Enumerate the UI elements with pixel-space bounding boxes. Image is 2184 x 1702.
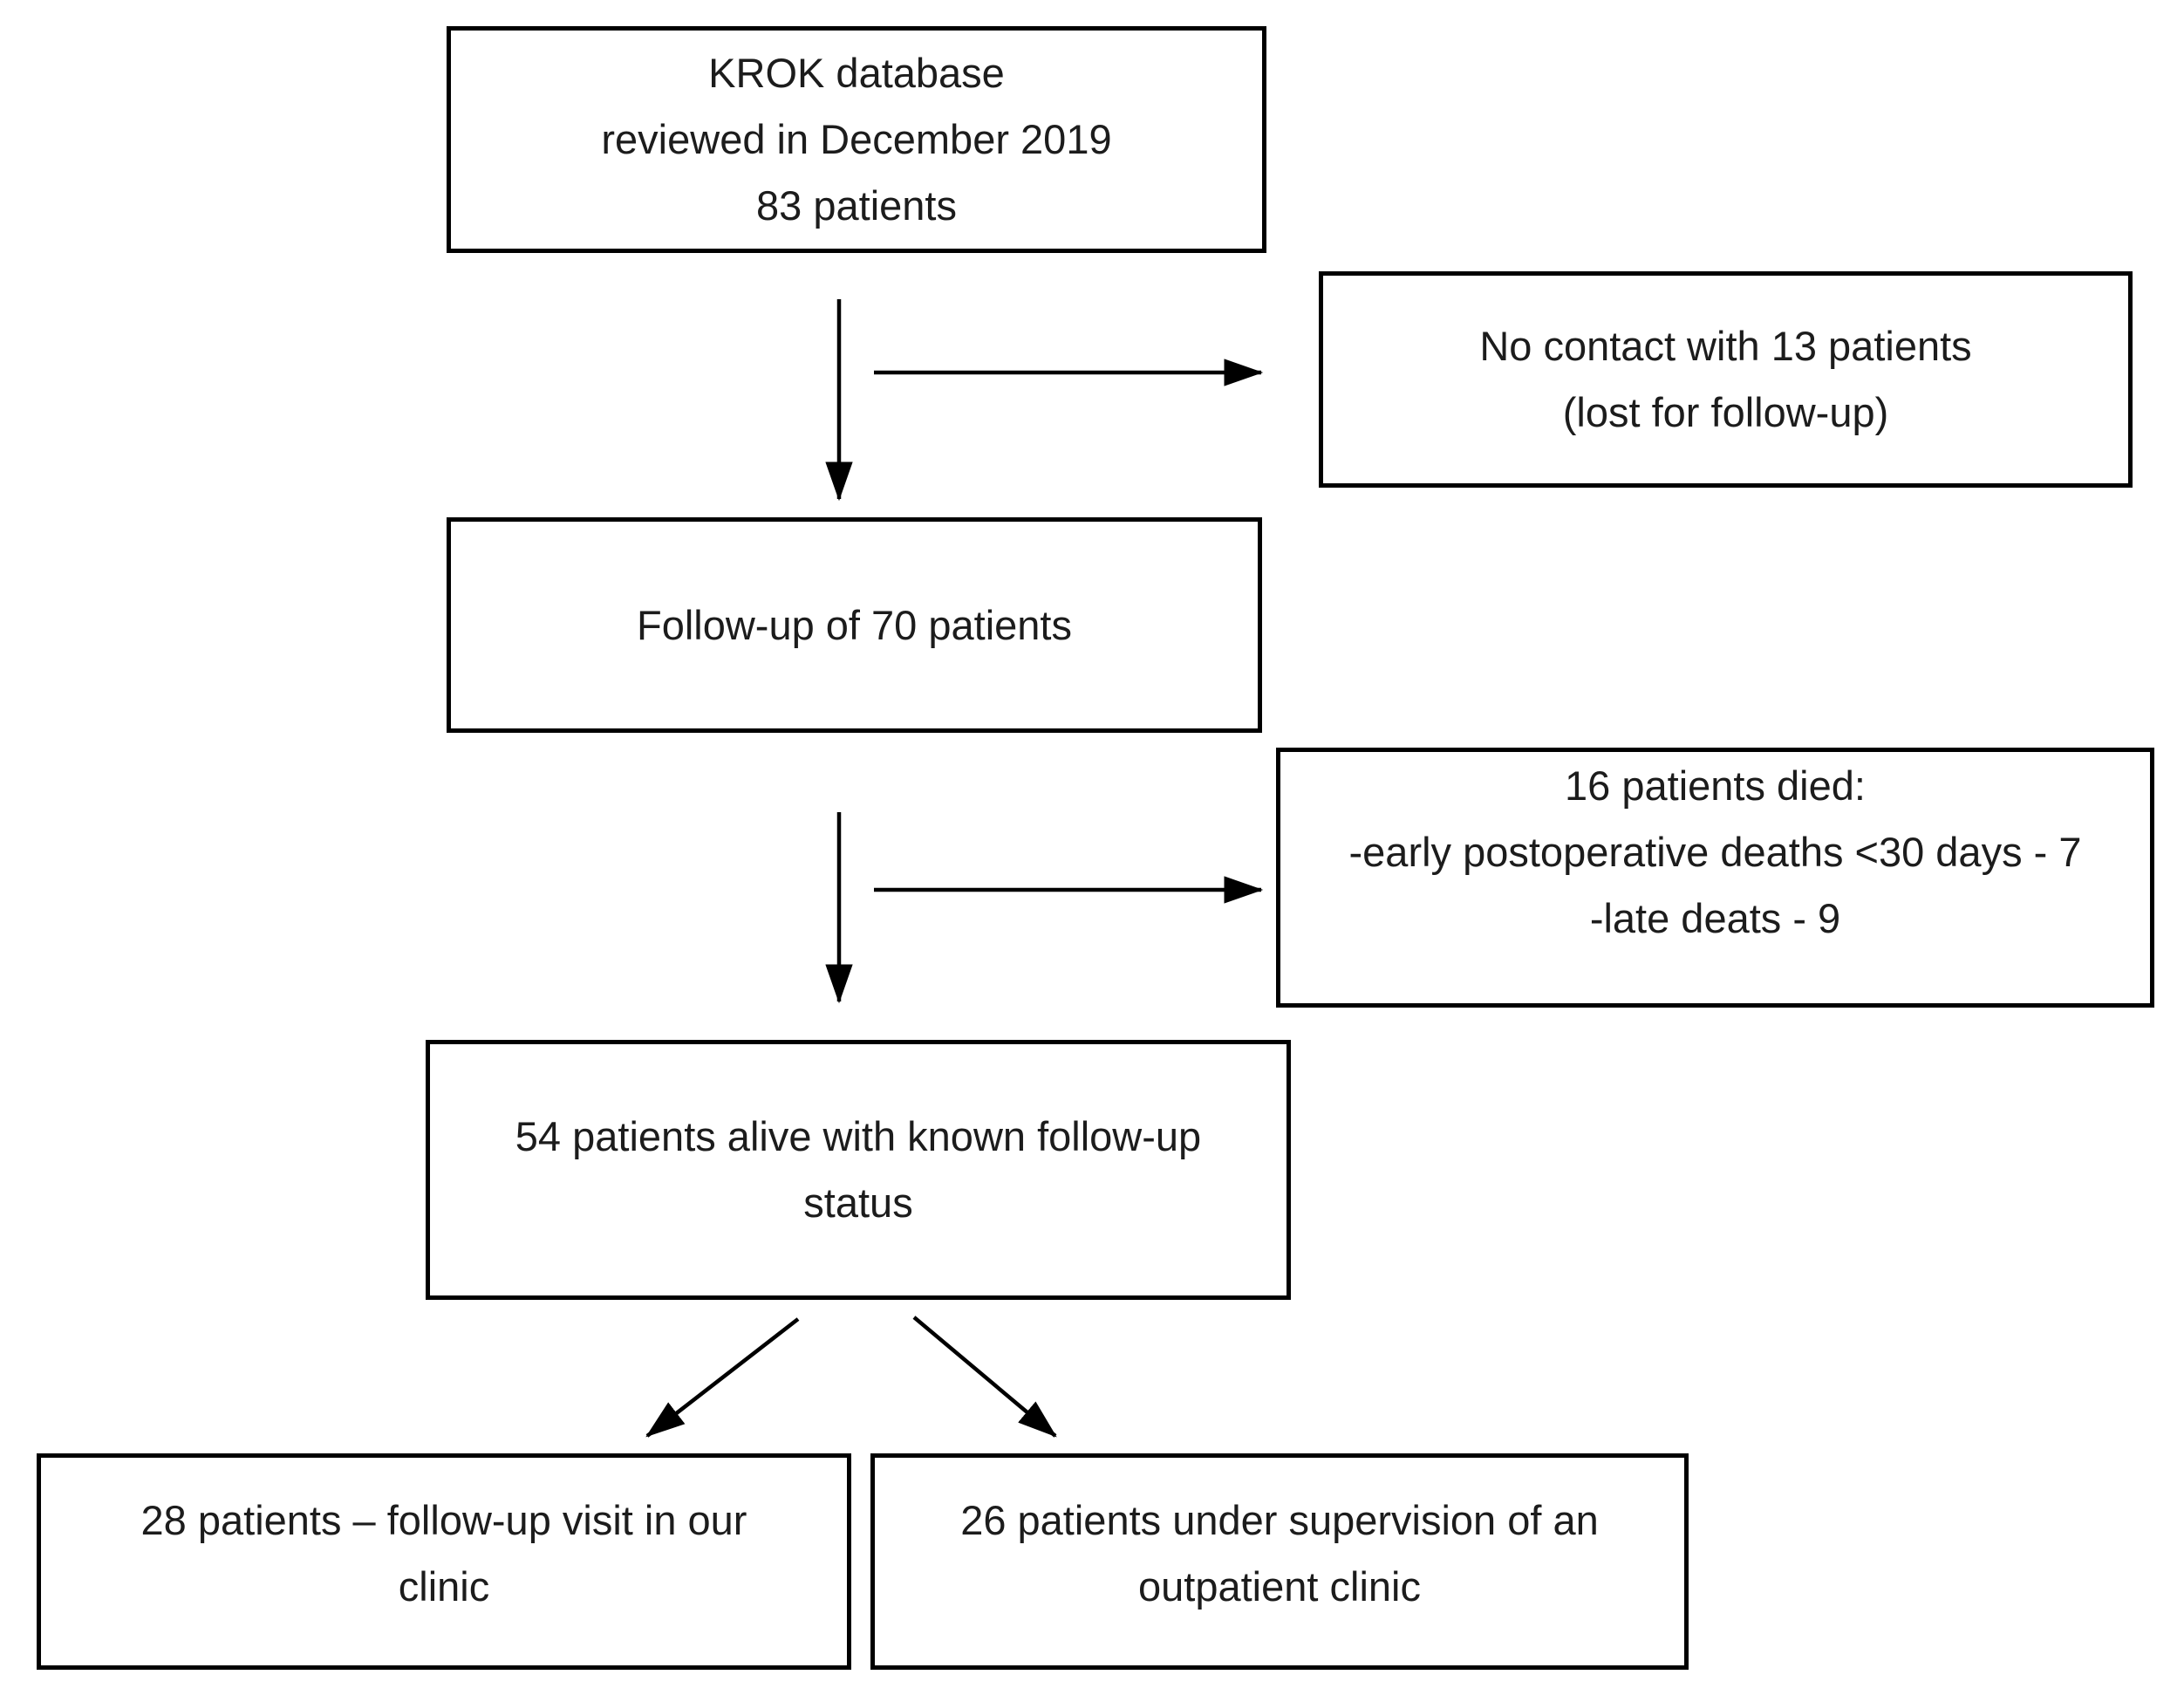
node-text-line: reviewed in December 2019 [601, 116, 1112, 162]
node-text-line: KROK database [708, 50, 1005, 96]
arrow-alive-to-clinic [645, 1317, 800, 1438]
flow-node-patients-died: 16 patients died: -early postoperative d… [1276, 748, 2154, 1008]
node-text-line: -early postoperative deaths <30 days - 7 [1348, 829, 2082, 875]
node-text-line: Follow-up of 70 patients [636, 601, 1072, 648]
flow-node-krok-database: KROK database reviewed in December 2019 … [447, 26, 1266, 253]
flow-node-clinic-28: 28 patients – follow-up visit in our cli… [37, 1453, 851, 1670]
node-text-line: 28 patients – follow-up visit in our [140, 1497, 747, 1543]
node-text-line: (lost for follow-up) [1562, 389, 1889, 435]
node-text-line: 16 patients died: [1565, 762, 1866, 809]
node-text-line: No contact with 13 patients [1479, 323, 1972, 369]
flow-node-followup-70: Follow-up of 70 patients [447, 517, 1262, 733]
node-text-line: clinic [398, 1563, 490, 1610]
flow-node-outpatient-26: 26 patients under supervision of an outp… [870, 1453, 1689, 1670]
node-text-line: 54 patients alive with known follow-up [515, 1113, 1202, 1159]
node-text-line: -late deats - 9 [1589, 895, 1841, 941]
node-text-line: 26 patients under supervision of an [960, 1497, 1599, 1543]
node-text-line: outpatient clinic [1138, 1563, 1421, 1610]
flow-node-no-contact: No contact with 13 patients (lost for fo… [1319, 271, 2133, 488]
node-text-line: status [803, 1179, 913, 1226]
flow-node-alive-54: 54 patients alive with known follow-up s… [426, 1040, 1291, 1300]
arrow-alive-to-outpatient [912, 1316, 1057, 1438]
node-text-line: 83 patients [756, 182, 957, 229]
